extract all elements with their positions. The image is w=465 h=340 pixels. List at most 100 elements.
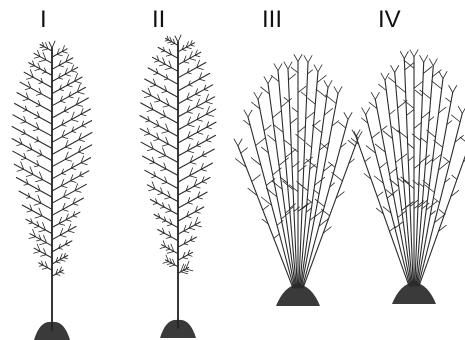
twig <box>75 81 82 83</box>
twig <box>190 45 194 46</box>
twig <box>29 223 33 224</box>
tip-twig <box>420 55 424 62</box>
twig <box>39 265 43 266</box>
side-branch <box>52 226 76 239</box>
twig <box>161 51 165 52</box>
twig <box>307 199 312 203</box>
twig <box>29 237 36 239</box>
tip-twig <box>238 139 242 146</box>
twig <box>308 98 316 104</box>
twig <box>187 73 191 74</box>
twig <box>315 177 325 185</box>
side-branch <box>178 149 214 169</box>
twig <box>195 225 202 227</box>
side-branch <box>17 93 52 112</box>
twig <box>460 137 465 144</box>
twig <box>434 199 439 203</box>
twig <box>42 49 48 51</box>
twig <box>206 114 213 116</box>
tip-twig <box>458 106 462 113</box>
tip-twig <box>175 36 178 42</box>
tip-twig <box>334 87 338 94</box>
twig <box>298 86 306 92</box>
twig <box>33 129 39 131</box>
twig <box>187 99 193 101</box>
tip-twig <box>366 108 370 115</box>
twig <box>420 155 430 163</box>
twig <box>332 172 343 181</box>
tip-twig <box>400 52 404 59</box>
twig <box>187 112 192 113</box>
twig <box>195 94 200 95</box>
twig <box>183 270 188 271</box>
side-branch <box>178 252 193 260</box>
twig <box>36 94 41 95</box>
twig <box>414 81 423 88</box>
twig <box>165 68 171 70</box>
side-branch <box>178 207 204 221</box>
twig <box>186 191 190 192</box>
twig <box>76 105 82 107</box>
twig <box>149 189 156 191</box>
tip-twig <box>284 62 288 69</box>
side-branch <box>141 142 178 162</box>
twig <box>146 121 150 122</box>
twig <box>37 155 42 156</box>
twig <box>405 62 415 70</box>
twig <box>166 55 171 57</box>
side-branch <box>158 47 178 58</box>
side-branch <box>34 248 52 258</box>
twig <box>35 216 42 218</box>
tip-twig <box>391 66 395 73</box>
twig <box>71 168 76 169</box>
twig <box>189 228 195 230</box>
twig <box>206 141 211 142</box>
twig <box>156 218 160 219</box>
twig <box>34 166 39 167</box>
twig <box>68 231 74 233</box>
twig <box>42 72 46 73</box>
twig <box>35 191 40 192</box>
twig <box>273 111 281 118</box>
twig <box>396 158 402 163</box>
twig <box>312 125 322 133</box>
tip-twig <box>308 56 312 63</box>
tip-twig <box>362 108 366 115</box>
twig <box>165 197 171 199</box>
twig <box>306 113 314 119</box>
twig <box>202 156 206 157</box>
twig <box>197 133 203 135</box>
twig <box>279 158 289 166</box>
twig <box>65 159 72 161</box>
twig <box>184 231 189 233</box>
twig <box>27 150 32 151</box>
twig <box>35 117 40 118</box>
twig <box>26 175 33 177</box>
twig <box>326 95 337 104</box>
twig <box>152 176 156 177</box>
stem <box>418 113 462 286</box>
twig <box>36 106 40 107</box>
twig <box>290 119 297 124</box>
twig <box>414 123 421 129</box>
twig <box>274 234 280 238</box>
twig <box>421 138 427 143</box>
tip-twig <box>439 72 443 79</box>
tip-twig <box>248 110 252 117</box>
twig <box>166 249 170 250</box>
twig <box>452 115 461 122</box>
twig <box>204 90 208 91</box>
twig <box>201 170 207 172</box>
twig <box>392 127 400 133</box>
twig <box>64 197 70 199</box>
twig <box>188 138 194 140</box>
twig <box>168 42 172 43</box>
twig <box>181 272 188 274</box>
tip-twig <box>449 86 453 93</box>
twig <box>162 144 168 146</box>
twig <box>63 210 69 212</box>
twig <box>25 88 31 90</box>
twig <box>190 162 196 164</box>
twig <box>57 54 62 55</box>
twig <box>190 176 197 178</box>
